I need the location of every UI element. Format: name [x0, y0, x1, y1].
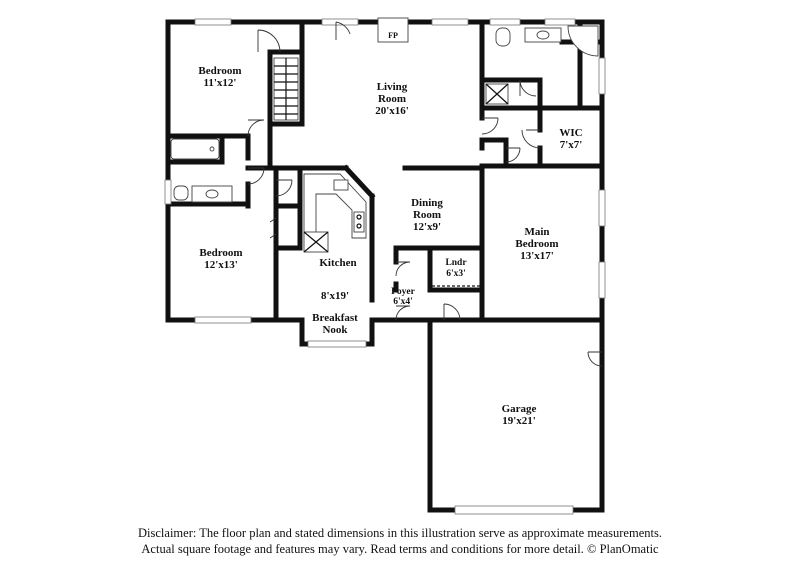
door — [395, 261, 411, 277]
master-sink — [536, 30, 550, 40]
bedroom-upper-dims: 11'x12' — [203, 77, 236, 89]
garage-name: Garage — [502, 403, 537, 415]
window — [431, 18, 469, 26]
window — [489, 18, 521, 26]
door — [395, 305, 411, 321]
door — [257, 29, 281, 53]
staircase — [273, 57, 299, 121]
wic-dims: 7'x7' — [560, 139, 583, 151]
door — [505, 147, 521, 163]
window — [307, 340, 367, 348]
bedroom-lower-name: Bedroom — [199, 247, 242, 259]
door — [519, 79, 537, 97]
kitchen-name: Kitchen — [319, 257, 356, 269]
main-bedroom-dims: 13'x17' — [520, 250, 554, 262]
living-room-dims: 20'x16' — [375, 105, 409, 117]
sink — [205, 189, 219, 199]
dining-room-dims: 12'x9' — [413, 221, 441, 233]
dining-room-name-2: Room — [413, 209, 441, 221]
windows — [164, 18, 606, 515]
foyer-dims: 6'x4' — [393, 297, 413, 307]
garage-door — [454, 505, 574, 515]
dining-room-name-1: Dining — [411, 197, 443, 209]
doors — [247, 21, 603, 367]
breakfast-nook-name-2: Nook — [322, 324, 348, 336]
door — [247, 167, 265, 185]
toilet — [173, 185, 189, 201]
window — [598, 57, 606, 95]
bedroom-lower-dims: 12'x13' — [204, 259, 238, 271]
window — [598, 189, 606, 227]
door — [481, 117, 499, 135]
door — [269, 217, 277, 239]
door — [521, 129, 541, 149]
tub-drain — [209, 146, 215, 152]
bathtub — [170, 138, 220, 160]
laundry-dims: 6'x3' — [446, 269, 466, 279]
window — [194, 316, 252, 324]
laundry-name: Lndr — [445, 258, 467, 268]
window — [544, 18, 576, 26]
kitchen-sink — [333, 179, 349, 191]
wic-name: WIC — [559, 127, 582, 139]
disclaimer: Disclaimer: The floor plan and stated di… — [0, 525, 800, 557]
disclaimer-line-1: Disclaimer: The floor plan and stated di… — [138, 526, 662, 540]
disclaimer-line-2: Actual square footage and features may v… — [141, 542, 659, 556]
fixtures: FP — [170, 17, 599, 287]
living-room-name-2: Room — [378, 93, 406, 105]
door — [275, 179, 293, 197]
foyer-name: Foyer — [391, 287, 416, 297]
door — [335, 21, 351, 40]
living-room-name-1: Living — [377, 81, 408, 93]
main-bedroom-name-2: Bedroom — [515, 238, 558, 250]
master-tub — [567, 25, 599, 57]
door — [443, 303, 461, 321]
door — [247, 119, 265, 137]
window — [321, 18, 359, 26]
fireplace — [377, 17, 409, 43]
main-bedroom-name-1: Main — [524, 226, 549, 238]
bedroom-upper-name: Bedroom — [198, 65, 241, 77]
garage-dims: 19'x21' — [502, 415, 536, 427]
window — [164, 179, 172, 205]
breakfast-nook-dims: 8'x19' — [321, 290, 349, 302]
room-labels: Bedroom 11'x12' Living Room 20'x16' WIC … — [198, 65, 582, 427]
kitchen-counter — [303, 173, 367, 253]
door — [587, 351, 603, 367]
window — [598, 261, 606, 299]
cooktop — [353, 211, 365, 233]
window — [194, 18, 232, 26]
breakfast-nook-name-1: Breakfast — [312, 312, 358, 324]
master-toilet — [495, 27, 511, 47]
fireplace-label: FP — [388, 31, 398, 40]
